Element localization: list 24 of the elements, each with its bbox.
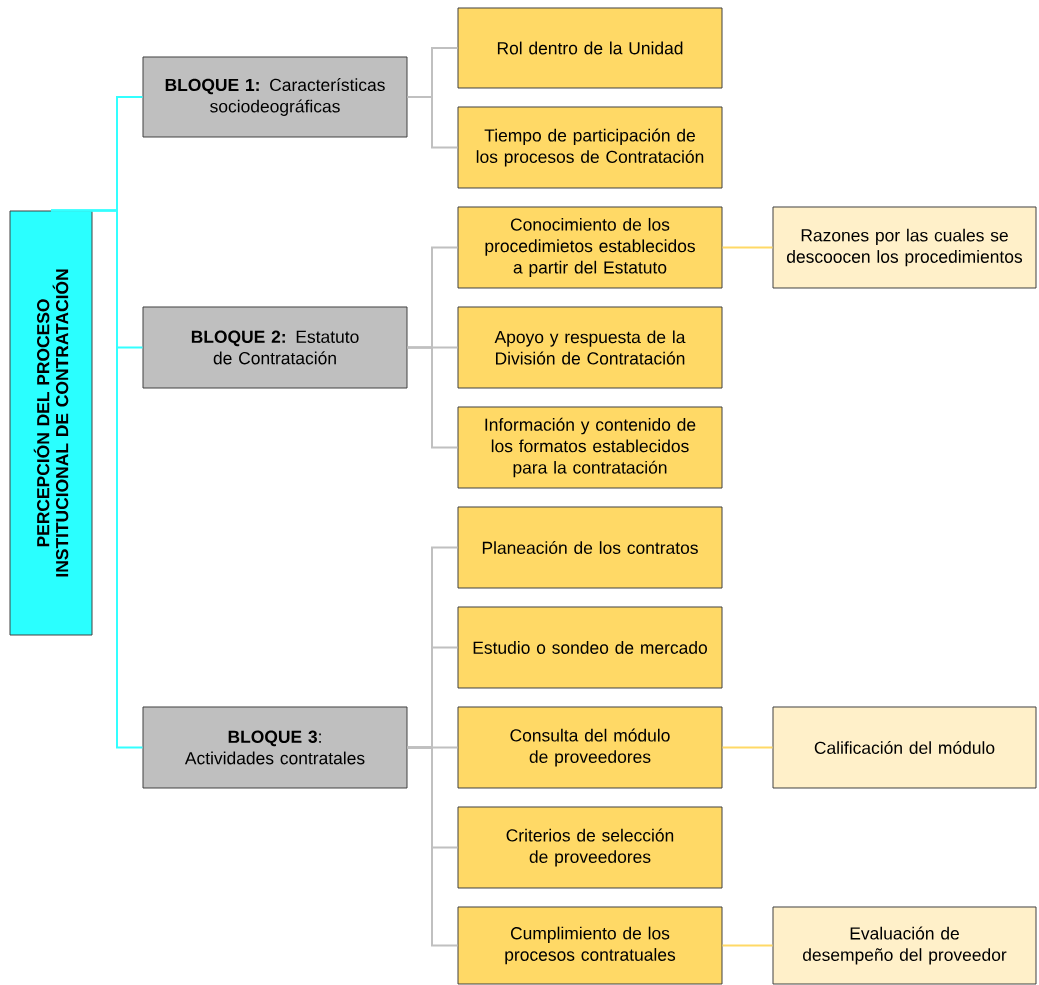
connector [721,944,774,947]
connector [406,96,459,149]
connector [721,246,774,249]
topic-box: Rol dentro de la Unidad [457,7,723,89]
topic-box: Conocimiento de los procedimietos establecidos a partir del Estatuto [457,206,723,289]
block-box: BLOQUE 2: Estatuto de Contratación [142,306,408,389]
topic-box: Apoyo y respuesta de la División de Contratación [457,306,723,389]
topic-box: Tiempo de participación de los procesos de Contratación [457,106,723,189]
connector [721,746,774,749]
connector [406,346,459,449]
detail-box: Calificación del módulo [772,706,1037,789]
block-box: BLOQUE 3: Actividades contratales [142,706,408,789]
connector [50,209,144,749]
topic-box: Estudio o sondeo de mercado [457,606,723,689]
title-box: PERCEPCIÓN DEL PROCESO INSTITUCIONAL DE CONTRATACIÓN [9,210,93,636]
detail-box: Razones por las cuales se descoocen los procedimientos [772,206,1037,289]
topic-box: Información y contenido de los formatos establecidos para la contratación [457,406,723,489]
topic-box: Planeación de los contratos [457,506,723,589]
topic-box: Cumplimiento de los procesos contratuales [457,906,723,985]
topic-box: Criterios de selección de proveedores [457,806,723,889]
topic-box: Consulta del módulo de proveedores [457,706,723,789]
block-box: BLOQUE 1: Características sociodeográficas [142,56,408,138]
detail-box: Evaluación de desempeño del proveedor [772,906,1037,985]
connector [406,746,459,947]
